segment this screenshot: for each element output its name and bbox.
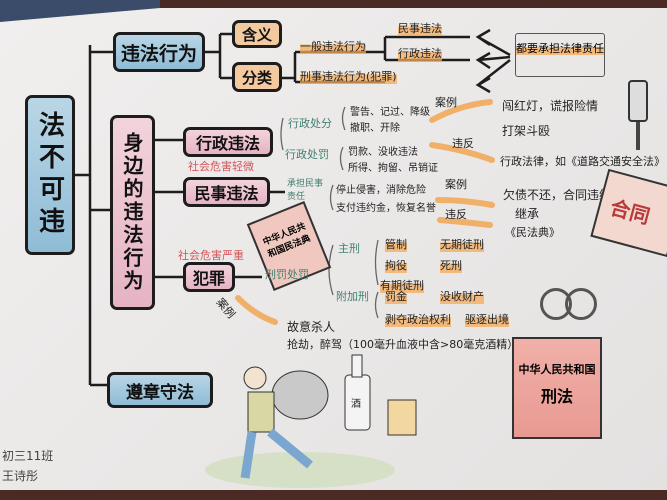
traffic-light-icon bbox=[628, 80, 648, 122]
civil-case-label: 案例 bbox=[445, 178, 467, 191]
civil-case-item: 欠债不还，合同违约 bbox=[503, 188, 612, 202]
criminal-law-book: 中华人民共和国 刑法 bbox=[512, 337, 602, 439]
admin-sanction-1: 行政处分 bbox=[288, 117, 332, 130]
text-criminal-illegal: 刑事违法行为(犯罪) bbox=[300, 68, 397, 84]
node-obey-law: 遵章守法 bbox=[107, 372, 213, 408]
civil-case-item: 继承 bbox=[515, 207, 540, 221]
admin-sanction-2: 行政处罚 bbox=[285, 148, 329, 161]
text-general-illegal: 一般违法行为 bbox=[300, 38, 366, 54]
root-node: 法不可违 bbox=[25, 95, 75, 255]
author-name: 王诗彤 bbox=[2, 469, 39, 483]
sanction2-item: 所得、拘留、吊销证 bbox=[348, 163, 438, 174]
traffic-light-pole bbox=[636, 122, 640, 150]
extra-penalty-label: 附加刑 bbox=[336, 290, 369, 303]
crime-punish: 刑罚处罚 bbox=[265, 268, 309, 281]
sanction1-item: 警告、记过、降级 bbox=[350, 107, 430, 118]
crime-note: 社会危害严重 bbox=[178, 249, 244, 262]
extra-penalty-item: 罚金 bbox=[385, 288, 407, 304]
text-civil-illegal: 民事违法 bbox=[398, 20, 442, 36]
node-category: 分类 bbox=[232, 62, 282, 92]
extra-penalty-item: 驱逐出境 bbox=[465, 311, 509, 327]
handcuffs-icon bbox=[565, 288, 597, 320]
extra-penalty-item: 没收财产 bbox=[440, 288, 484, 304]
extra-penalty-item: 剥夺政治权利 bbox=[385, 311, 451, 327]
result-box: 都要承担法律责任 bbox=[515, 33, 605, 77]
main-penalty-item: 拘役 bbox=[385, 257, 407, 273]
admin-case-item: 闯红灯，谎报险情 bbox=[502, 99, 599, 113]
admin-case-label: 案例 bbox=[435, 96, 457, 109]
sanction1-item: 撤职、开除 bbox=[350, 123, 400, 134]
sanction2-item: 罚款、没收违法 bbox=[348, 147, 418, 158]
civil-violate-label: 违反 bbox=[445, 208, 467, 221]
main-penalty-label: 主刑 bbox=[338, 242, 360, 255]
admin-case-item: 打架斗殴 bbox=[502, 124, 551, 138]
civil-violate-text: 《民法典》 bbox=[505, 226, 560, 239]
author-class: 初三11班 bbox=[2, 449, 54, 463]
civil-item: 停止侵害，消除危险 bbox=[336, 185, 426, 196]
node-civil-illegal: 民事违法 bbox=[183, 177, 270, 207]
bottle-label: 酒 bbox=[351, 399, 361, 410]
crime-case-item: 抢劫，醉驾（100毫升血液中含>80毫克酒精） bbox=[287, 338, 519, 351]
node-nearby-illegal: 身边的违法行为 bbox=[110, 115, 155, 310]
book-title-line: 中华人民共和国 bbox=[518, 363, 596, 376]
book-title-line: 刑法 bbox=[540, 387, 573, 406]
crime-case-item: 故意杀人 bbox=[287, 320, 336, 334]
node-crime: 犯罪 bbox=[183, 262, 235, 292]
admin-violate-label: 违反 bbox=[452, 137, 474, 150]
result-text: 都要承担法律责任 bbox=[516, 42, 604, 55]
civil-item: 支付违约金，恢复名誉 bbox=[336, 203, 436, 214]
main-penalty-item: 死刑 bbox=[440, 257, 462, 273]
main-penalty-item: 无期徒刑 bbox=[440, 236, 484, 252]
node-illegal-acts: 违法行为 bbox=[113, 32, 205, 72]
node-meaning: 含义 bbox=[232, 20, 282, 48]
node-admin-illegal: 行政违法 bbox=[183, 127, 273, 157]
main-penalty-item: 管制 bbox=[385, 236, 407, 252]
text-admin-illegal: 行政违法 bbox=[398, 45, 442, 61]
civil-duty: 承担民事责任 bbox=[287, 179, 324, 202]
admin-note: 社会危害轻微 bbox=[188, 160, 254, 173]
admin-violate-text: 行政法律，如《道路交通安全法》 bbox=[500, 155, 665, 168]
